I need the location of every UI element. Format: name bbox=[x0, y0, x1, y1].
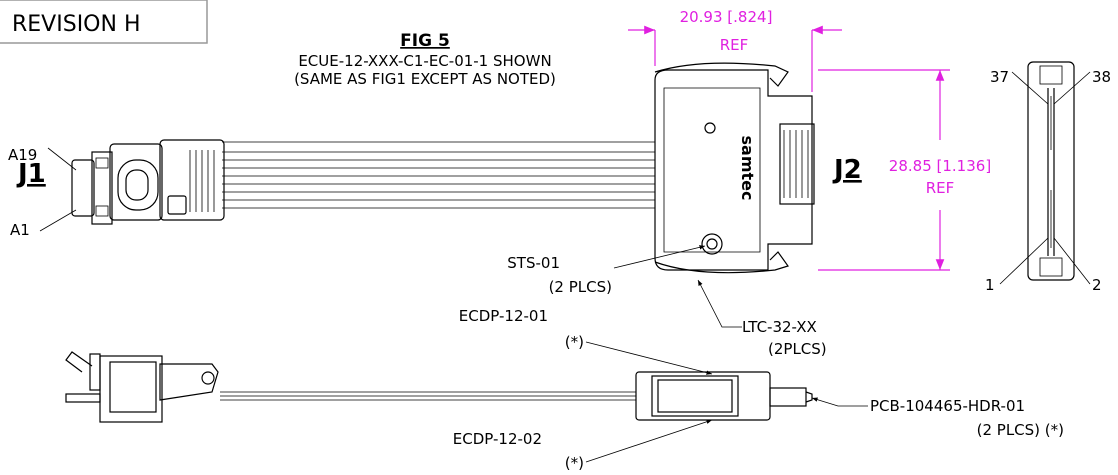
revision-label: REVISION H bbox=[12, 12, 141, 37]
j1-connector: J1 A19 A1 bbox=[8, 139, 225, 239]
ecdp1-qty: (*) bbox=[565, 333, 584, 351]
sts-label: STS-01 bbox=[507, 254, 560, 272]
j2-brand-mark: samtec bbox=[738, 136, 757, 201]
j2-connector: J2 samtec bbox=[654, 62, 862, 274]
end-view-pin-37: 37 bbox=[990, 68, 1009, 86]
j1-pin-top-label: A19 bbox=[8, 146, 37, 164]
ecdp2-qty: (*) bbox=[565, 454, 584, 472]
ecdp1-callout: ECDP-12-01 (*) bbox=[459, 307, 713, 375]
end-view-pin-1: 1 bbox=[985, 276, 995, 294]
ltc-callout: LTC-32-XX (2PLCS) bbox=[697, 279, 827, 358]
figure-subtitle-2: (SAME AS FIG1 EXCEPT AS NOTED) bbox=[294, 70, 556, 88]
ecdp1-label: ECDP-12-01 bbox=[459, 307, 548, 325]
sts-callout: STS-01 (2 PLCS) bbox=[507, 245, 706, 296]
j2-width-dimension: 20.93 [.824] REF bbox=[628, 8, 842, 92]
height-dim-text: 28.85 [1.136] bbox=[889, 157, 991, 175]
end-view-pin-2: 2 bbox=[1092, 276, 1102, 294]
ecdp2-callout: ECDP-12-02 (*) bbox=[453, 419, 713, 472]
revision-block: REVISION H bbox=[0, 0, 208, 44]
end-view-pin-38: 38 bbox=[1092, 68, 1111, 86]
ltc-label: LTC-32-XX bbox=[742, 318, 817, 336]
j1-label: J1 bbox=[16, 159, 46, 189]
figure-title: FIG 5 bbox=[400, 31, 450, 51]
pcb-label: PCB-104465-HDR-01 bbox=[870, 397, 1025, 415]
pcb-callout: PCB-104465-HDR-01 (2 PLCS) (*) bbox=[811, 397, 1064, 439]
ltc-qty: (2PLCS) bbox=[768, 340, 827, 358]
figure-title-block: FIG 5 ECUE-12-XXX-C1-EC-01-1 SHOWN (SAME… bbox=[294, 31, 556, 88]
width-ref-text: REF bbox=[720, 36, 749, 54]
j1-pin-bottom-label: A1 bbox=[10, 221, 30, 239]
pcb-qty: (2 PLCS) (*) bbox=[977, 421, 1064, 439]
j2-label: J2 bbox=[832, 155, 862, 185]
revision-box bbox=[0, 0, 208, 44]
sts-qty: (2 PLCS) bbox=[549, 278, 612, 296]
j2-height-dimension: 28.85 [1.136] REF bbox=[818, 69, 991, 271]
ribbon-cable bbox=[222, 141, 655, 209]
height-ref-text: REF bbox=[926, 179, 955, 197]
figure-subtitle-1: ECUE-12-XXX-C1-EC-01-1 SHOWN bbox=[298, 52, 551, 70]
width-dim-text: 20.93 [.824] bbox=[680, 8, 773, 26]
side-view bbox=[65, 351, 813, 423]
ecdp2-label: ECDP-12-02 bbox=[453, 430, 542, 448]
end-view: 37 38 1 2 bbox=[985, 61, 1111, 294]
